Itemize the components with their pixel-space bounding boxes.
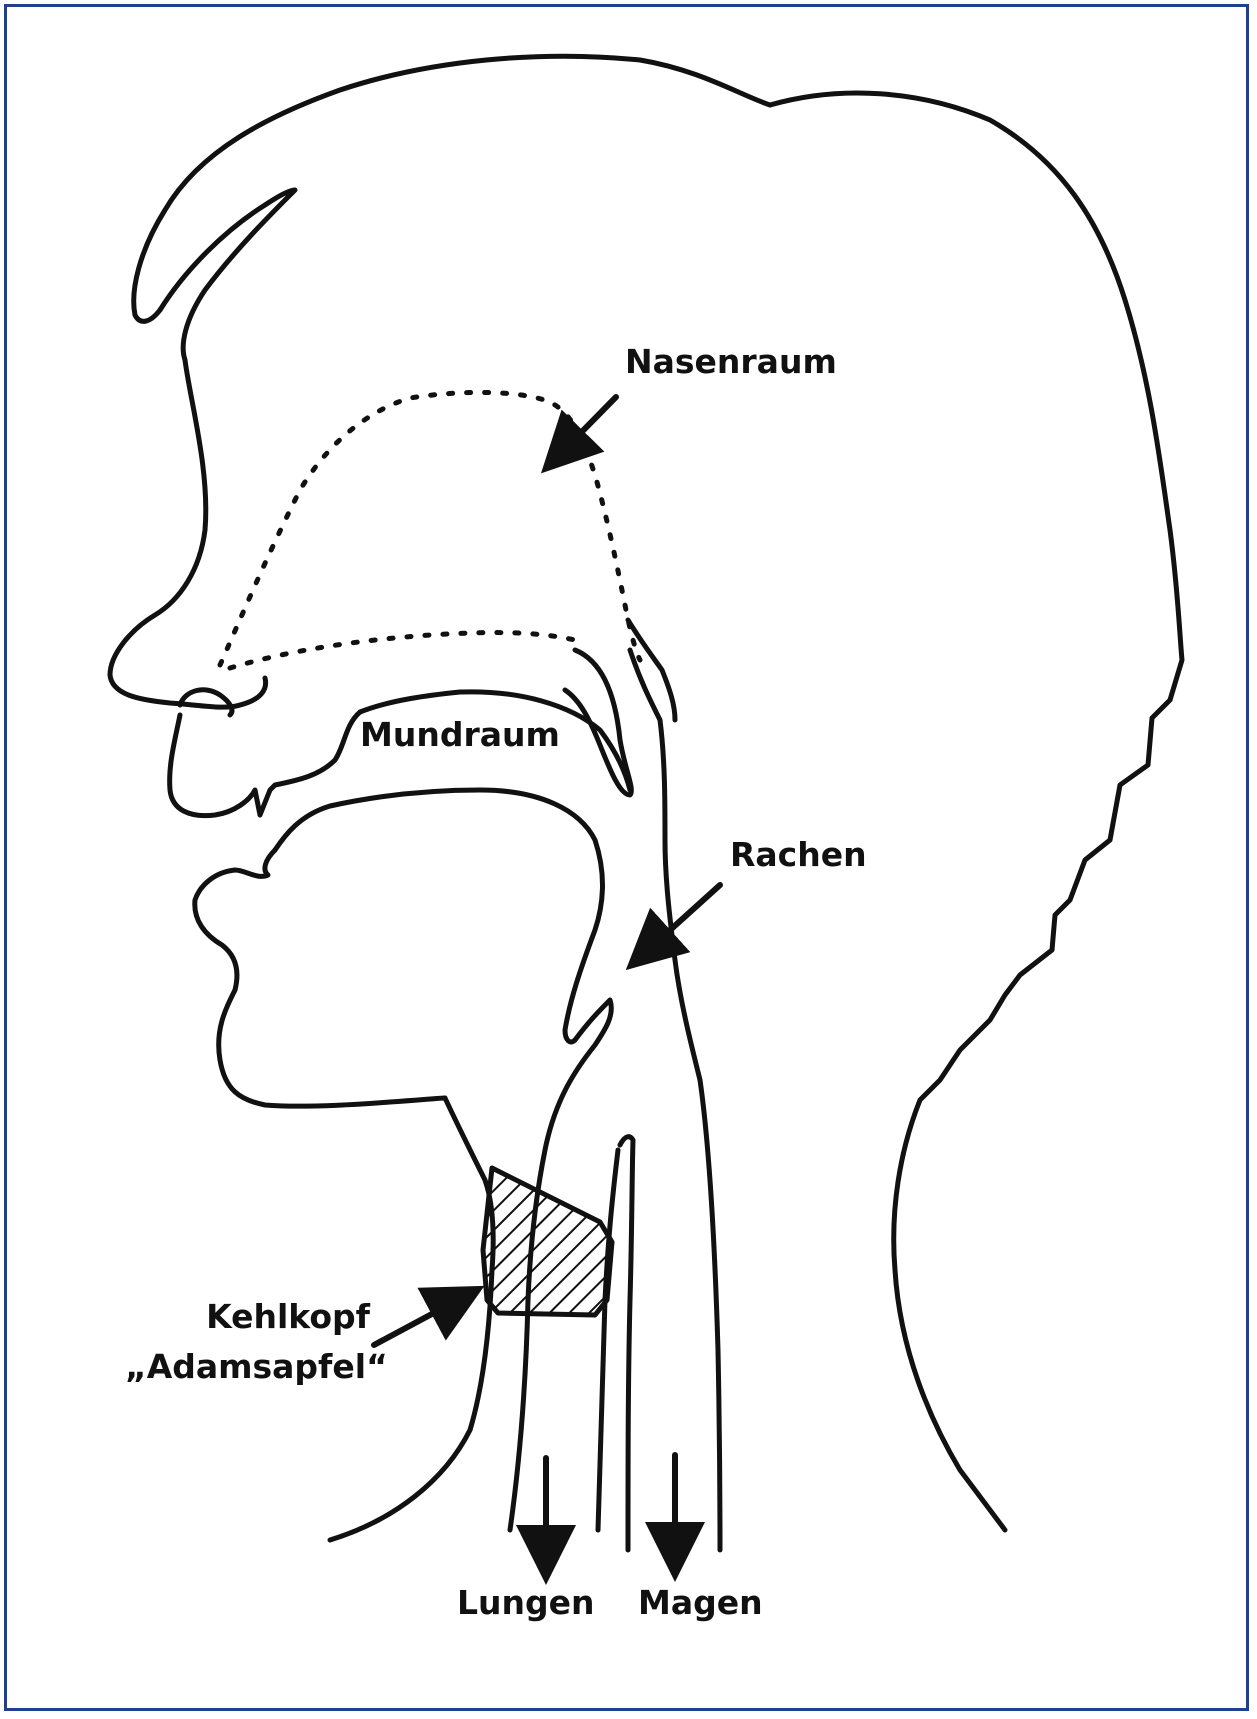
arrow-rachen	[648, 885, 720, 950]
label-rachen: Rachen	[730, 836, 867, 874]
nasal-floor-dotted	[230, 633, 575, 668]
arrow-nasenraum	[562, 397, 616, 452]
label-mundraum: Mundraum	[360, 716, 560, 754]
head-outline	[770, 93, 1182, 1530]
tongue	[275, 790, 603, 1042]
lower-lip-chin	[195, 850, 445, 1106]
label-nasenraum: Nasenraum	[625, 343, 837, 381]
esophagus-front	[620, 1137, 633, 1550]
label-adamsapfel: „Adamsapfel“	[125, 1348, 370, 1386]
label-kehlkopf: Kehlkopf	[190, 1298, 370, 1336]
label-magen: Magen	[638, 1584, 763, 1622]
head-top	[134, 56, 770, 321]
trachea-inner	[598, 1150, 618, 1530]
arrow-kehlkopf	[374, 1300, 458, 1345]
soft-palate	[565, 650, 631, 795]
larynx-shape	[483, 1168, 612, 1315]
pharynx-back-wall	[630, 650, 720, 1550]
eye-curve	[160, 190, 295, 360]
label-lungen: Lungen	[457, 1584, 595, 1622]
face-profile-upper	[110, 360, 266, 707]
